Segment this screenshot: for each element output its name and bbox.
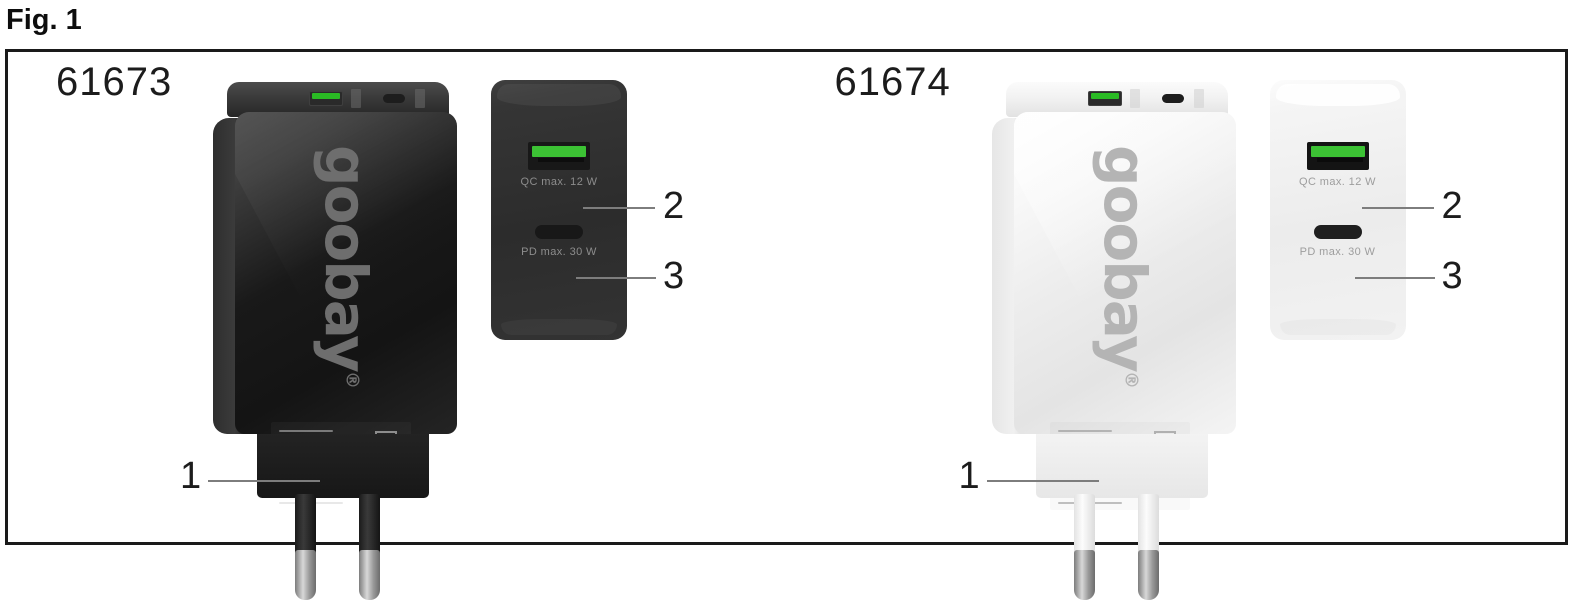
top-edge-notch-icon — [415, 89, 425, 108]
top-edge-notch-icon — [351, 89, 361, 108]
goobay-logo-text: goobay — [312, 144, 380, 371]
detail-top-highlight — [1275, 84, 1400, 106]
usb-a-port-caption: QC max. 12 W — [1299, 176, 1376, 188]
goobay-logo-text: goobay — [1090, 144, 1159, 371]
usb-c-port-caption: PD max. 30 W — [521, 246, 597, 258]
goobay-logo: goobay® — [1091, 145, 1159, 389]
callout-leader-line — [576, 277, 656, 279]
top-edge-notch-icon — [1129, 89, 1140, 108]
charger-main-view-white: goobay® — [991, 82, 1242, 600]
callout-number-2: 2 — [1441, 185, 1463, 227]
callout-leader-line — [1361, 207, 1434, 209]
callout-leader-line — [986, 480, 1099, 482]
charger-body: goobay® — [991, 104, 1242, 434]
registered-trademark-icon: ® — [341, 370, 363, 389]
callout-number-2: 2 — [663, 185, 685, 227]
goobay-logo: goobay® — [312, 145, 380, 389]
figure-frame: 61673 goobay® — [5, 49, 1568, 600]
detail-bottom-highlight — [501, 319, 617, 335]
plug-base — [257, 434, 429, 498]
top-edge-usb-c-icon — [383, 94, 405, 103]
top-edge-usb-c-icon — [1161, 94, 1184, 103]
callout-leader-line — [208, 480, 320, 482]
top-edge-usb-a-icon — [309, 91, 343, 106]
plug-prong — [1137, 494, 1159, 600]
charger-body: goobay® — [213, 104, 463, 434]
charger-detail-view-black: QC max. 12 W PD max. 30 W — [491, 80, 627, 340]
callout-leader-line — [583, 207, 655, 209]
usb-a-port — [528, 142, 590, 170]
registered-trademark-icon: ® — [1119, 370, 1141, 389]
detail-bottom-highlight — [1280, 319, 1396, 335]
plug-base — [1035, 434, 1208, 498]
plug-prong — [295, 494, 316, 600]
plug-prong — [1073, 494, 1095, 600]
charger-front-face: goobay® — [1013, 112, 1236, 434]
usb-c-port — [535, 225, 583, 239]
usb-c-port-caption: PD max. 30 W — [1299, 246, 1376, 258]
sku-label-61673: 61673 — [56, 60, 173, 104]
usb-a-port — [1306, 142, 1369, 170]
figure-caption: Fig. 1 — [6, 4, 82, 36]
product-panel-black: 61673 goobay® — [8, 52, 787, 600]
charger-detail-view-white: QC max. 12 W PD max. 30 W — [1269, 80, 1406, 340]
charger-front-face: goobay® — [235, 112, 457, 434]
callout-number-3: 3 — [1441, 255, 1463, 297]
callout-number-1: 1 — [180, 455, 202, 497]
top-edge-usb-a-icon — [1087, 91, 1122, 106]
callout-leader-line — [1354, 277, 1435, 279]
callout-number-1: 1 — [958, 455, 980, 497]
usb-a-port-caption: QC max. 12 W — [520, 176, 598, 188]
callout-number-3: 3 — [663, 255, 685, 297]
detail-top-highlight — [497, 84, 621, 106]
top-edge-notch-icon — [1193, 89, 1204, 108]
usb-c-port — [1313, 225, 1362, 239]
plug-prong — [359, 494, 380, 600]
product-panel-white: 61674 goobay® — [787, 52, 1566, 600]
sku-label-61674: 61674 — [834, 60, 951, 104]
